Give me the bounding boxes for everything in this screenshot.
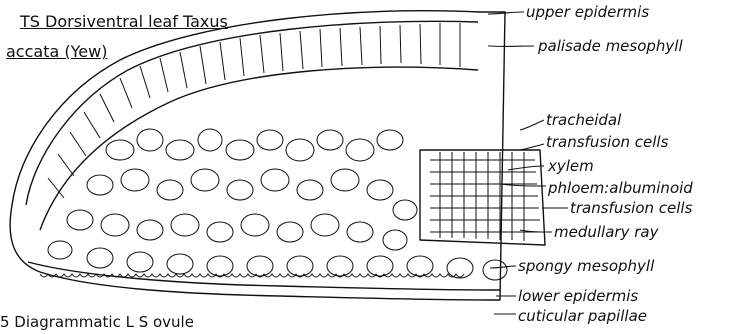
label-xylem: xylem bbox=[548, 158, 594, 174]
label-cuticular-papillae: cuticular papillae bbox=[518, 308, 647, 324]
spongy-mesophyll-cells bbox=[48, 129, 507, 280]
label-phloem-albuminoid: phloem:albuminoid bbox=[548, 180, 693, 196]
palisade-cells bbox=[48, 23, 460, 198]
label-medullary-ray: medullary ray bbox=[554, 224, 658, 240]
label-spongy-mesophyll: spongy mesophyll bbox=[518, 258, 654, 274]
label-palisade-mesophyll: palisade mesophyll bbox=[538, 38, 683, 54]
label-tracheidal: tracheidal bbox=[546, 112, 621, 128]
label-upper-epidermis: upper epidermis bbox=[526, 4, 649, 20]
label-transfusion-cells-lower: transfusion cells bbox=[570, 200, 692, 216]
label-transfusion-cells-upper: transfusion cells bbox=[546, 134, 668, 150]
xylem-grid bbox=[430, 152, 541, 241]
next-figure-caption-fragment: 5 Diagrammatic L S ovule bbox=[0, 314, 194, 330]
figure-title-line-1: TS Dorsiventral leaf Taxus bbox=[20, 14, 228, 30]
label-lower-epidermis: lower epidermis bbox=[518, 288, 638, 304]
figure-title-line-2: accata (Yew) bbox=[6, 44, 107, 60]
